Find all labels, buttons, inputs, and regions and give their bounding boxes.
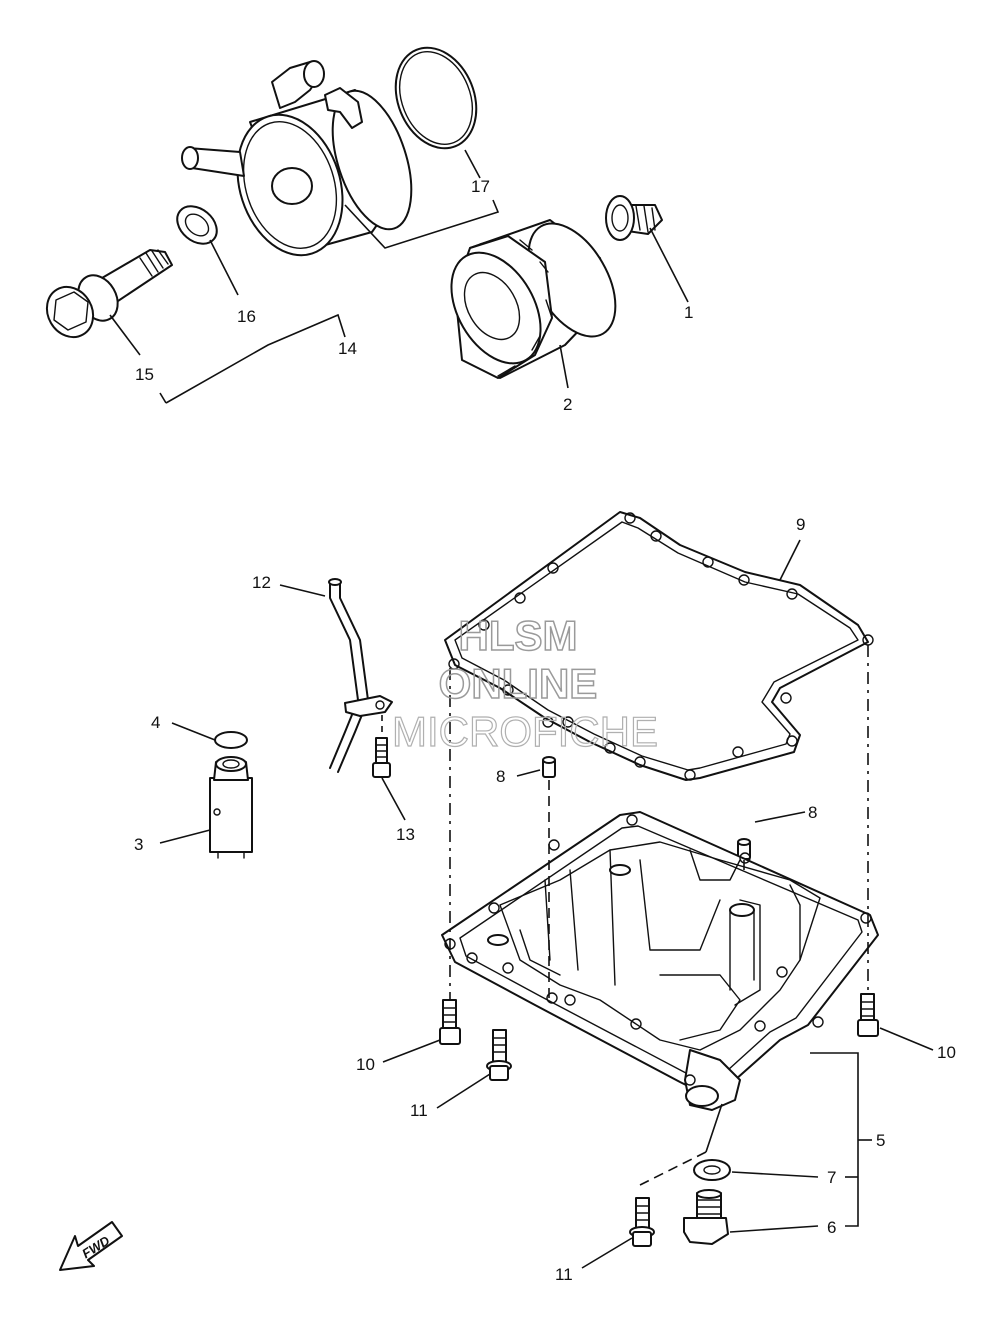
- label-6[interactable]: 6: [827, 1218, 836, 1237]
- part-labels: 17 16 15 14 2 1 9 12 4 3 13 8 8 10 10 11…: [134, 177, 956, 1284]
- label-8a[interactable]: 8: [496, 767, 505, 786]
- bolt-1[interactable]: [605, 195, 663, 241]
- label-13[interactable]: 13: [396, 825, 415, 844]
- label-17[interactable]: 17: [471, 177, 490, 196]
- union-bolt-15[interactable]: [38, 249, 173, 346]
- bolt-13[interactable]: [372, 737, 391, 778]
- label-1[interactable]: 1: [684, 303, 693, 322]
- label-9[interactable]: 9: [796, 515, 805, 534]
- forward-arrow-icon: FWD: [59, 1221, 123, 1271]
- label-16[interactable]: 16: [237, 307, 256, 326]
- drain-bolt-6[interactable]: [683, 1189, 729, 1245]
- flange-bolt-11a[interactable]: [486, 1029, 512, 1081]
- o-ring-4[interactable]: [214, 731, 248, 749]
- oil-filter-2[interactable]: [433, 209, 633, 379]
- label-10a[interactable]: 10: [356, 1055, 375, 1074]
- gasket-9[interactable]: [444, 511, 874, 781]
- watermark: HLSM ONLINE MICROFICHE: [391, 611, 658, 755]
- flange-bolt-11b[interactable]: [629, 1197, 655, 1247]
- oil-cooler-14[interactable]: [181, 60, 427, 269]
- label-12[interactable]: 12: [252, 573, 271, 592]
- label-4[interactable]: 4: [151, 713, 160, 732]
- oil-pan-5[interactable]: [441, 811, 879, 1111]
- bolt-10b[interactable]: [857, 993, 879, 1037]
- label-2[interactable]: 2: [563, 395, 572, 414]
- oil-pipe-12[interactable]: [328, 578, 393, 773]
- washer-7[interactable]: [693, 1159, 731, 1181]
- strainer-3[interactable]: [209, 756, 253, 859]
- label-7[interactable]: 7: [827, 1168, 836, 1187]
- watermark-line1: HLSM: [459, 612, 578, 659]
- washer-16[interactable]: [170, 199, 224, 252]
- label-11b[interactable]: 11: [555, 1265, 573, 1284]
- label-3[interactable]: 3: [134, 835, 143, 854]
- label-11a[interactable]: 11: [410, 1101, 428, 1120]
- label-5[interactable]: 5: [876, 1131, 885, 1150]
- leader-lines: [109, 149, 934, 1269]
- label-10b[interactable]: 10: [937, 1043, 956, 1062]
- label-15[interactable]: 15: [135, 365, 154, 384]
- dowel-8a[interactable]: [542, 756, 556, 778]
- label-14[interactable]: 14: [338, 339, 357, 358]
- watermark-line2: ONLINE: [439, 660, 598, 707]
- o-ring-17[interactable]: [381, 36, 490, 161]
- bolt-10a[interactable]: [439, 999, 461, 1045]
- watermark-line3: MICROFICHE: [392, 708, 658, 755]
- label-8b[interactable]: 8: [808, 803, 817, 822]
